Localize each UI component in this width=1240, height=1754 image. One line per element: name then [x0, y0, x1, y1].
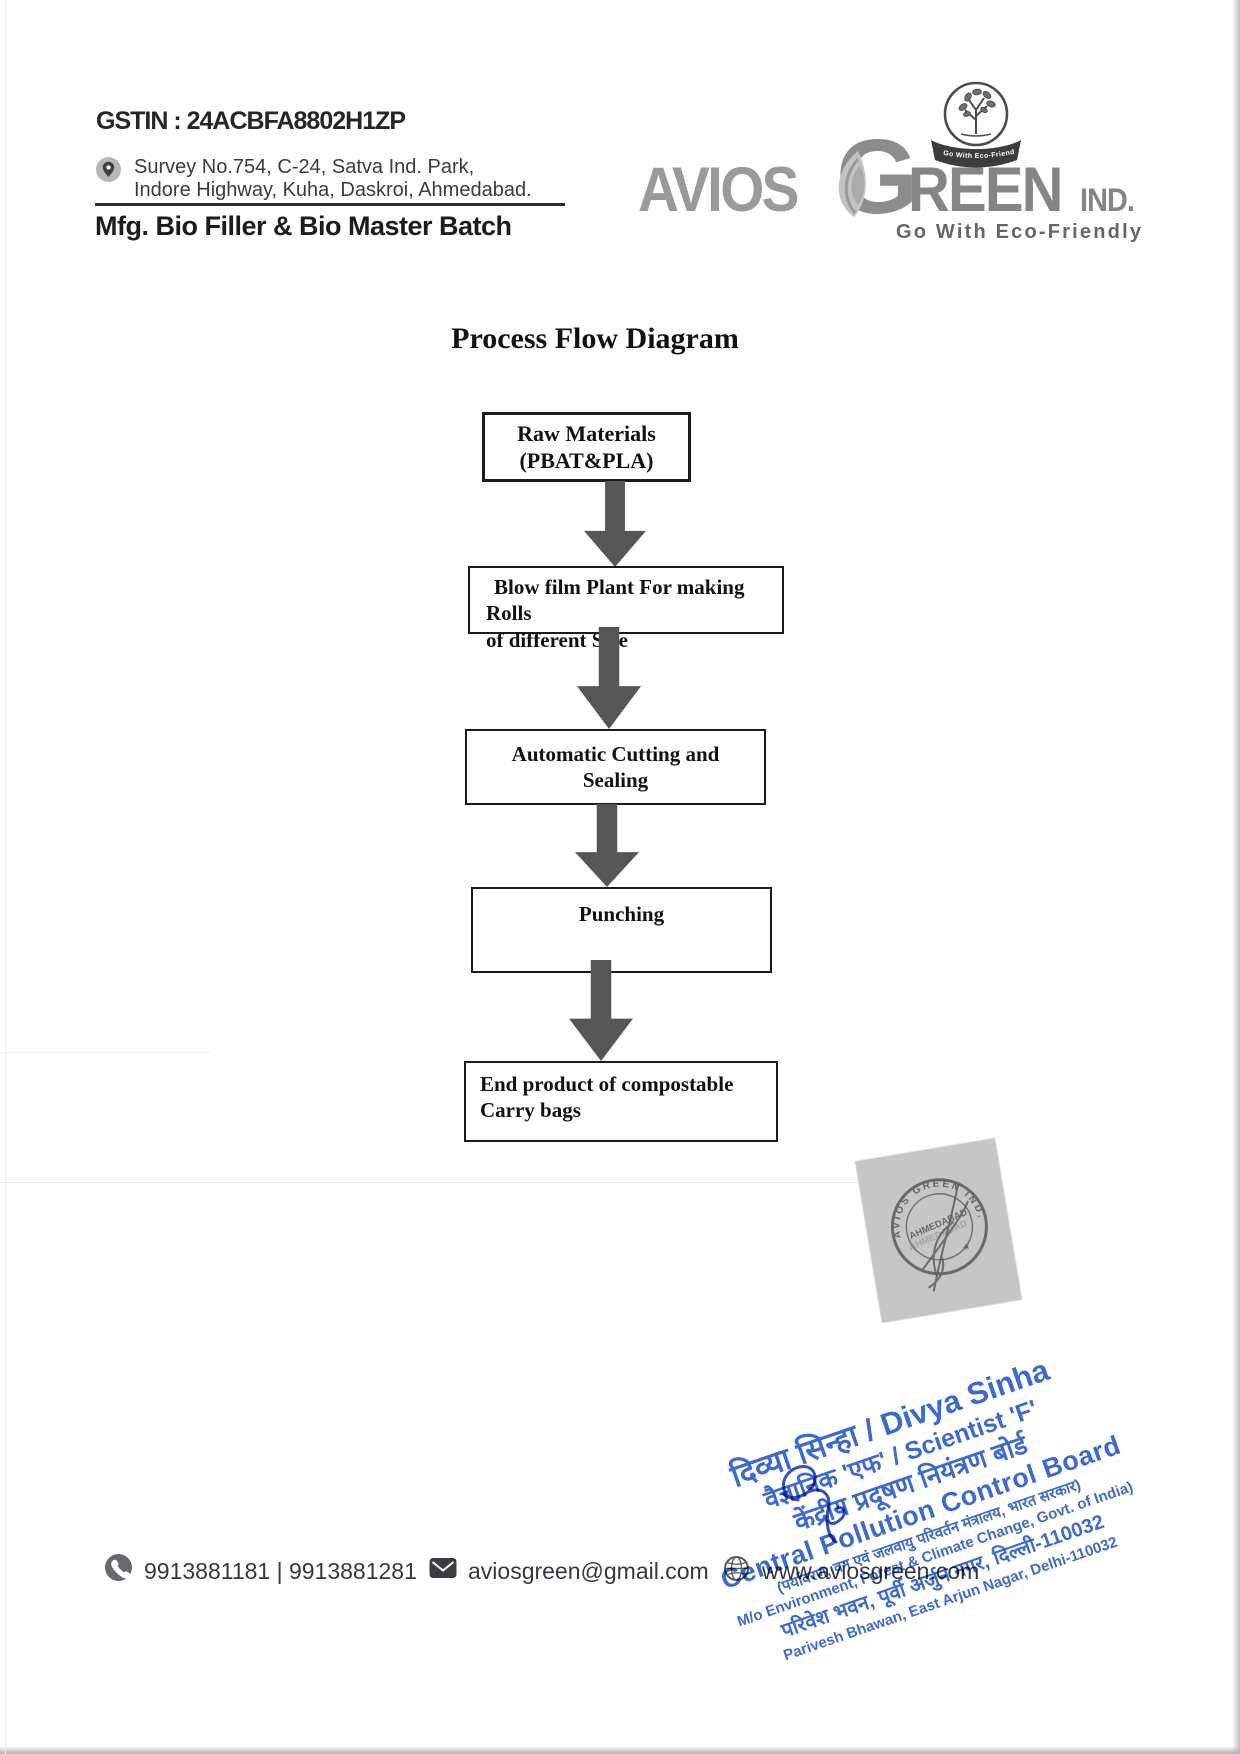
step-text: of different Size	[486, 627, 628, 652]
logo-tagline: Go With Eco-Friendly	[896, 221, 1144, 243]
scan-artifact-line	[0, 1052, 210, 1053]
scan-edge-right	[1232, 0, 1240, 1754]
logo-word-ind: IND.	[1080, 182, 1135, 218]
cpcb-approval-stamp: दिव्या सिन्हा / Divya Sinha वैज्ञानिक 'ए…	[613, 1313, 1240, 1754]
tree-emblem-icon: Go With Eco-Friendly	[925, 80, 1021, 168]
gstin-number: GSTIN : 24ACBFA8802H1ZP	[96, 107, 406, 135]
flow-step-blow-film-plant: Blow film Plant For making Rolls of diff…	[468, 566, 784, 652]
step-text: Blow film Plant For making Rolls	[486, 575, 745, 626]
phone-icon	[105, 1554, 132, 1581]
diagram-title: Process Flow Diagram	[451, 322, 739, 355]
flow-step-raw-materials: Raw Materials (PBAT&PLA)	[482, 412, 691, 482]
globe-icon	[724, 1556, 749, 1581]
flow-arrow-down-icon	[575, 804, 639, 887]
footer-website: www.aviosgreen.com	[762, 1558, 980, 1584]
step-text: Automatic Cutting and	[511, 741, 720, 766]
logo-word-reen: REEN	[908, 155, 1064, 225]
flow-arrow-down-icon	[584, 481, 646, 567]
step-text: Carry bags	[480, 1098, 581, 1123]
company-round-stamp: AVIOS GREEN IND. AHMEDABAD AHMEDABAD ★	[855, 1138, 1022, 1323]
step-text: Punching	[578, 902, 665, 926]
address-line-2: Indore Highway, Kuha, Daskroi, Ahmedabad…	[134, 179, 532, 201]
step-text: (PBAT&PLA)	[519, 448, 654, 473]
logo-word-avios: AVIOS	[638, 155, 799, 225]
step-text: Sealing	[582, 768, 649, 792]
leaf-icon	[838, 151, 866, 217]
footer-email: aviosgreen@gmail.com	[468, 1558, 709, 1584]
flow-step-end-product: End product of compostable Carry bags	[464, 1061, 778, 1142]
handwritten-signature	[782, 1465, 846, 1544]
round-stamp-icon: AVIOS GREEN IND. AHMEDABAD AHMEDABAD ★	[884, 1171, 988, 1292]
flow-step-cutting-sealing: Automatic Cutting and Sealing	[465, 729, 766, 805]
scan-edge-bottom	[0, 1746, 1240, 1754]
stamp-signature-strokes	[921, 1184, 969, 1292]
step-text: End product of compostable	[480, 1072, 734, 1096]
flow-arrow-down-icon	[569, 960, 633, 1061]
email-envelope-icon	[429, 1558, 457, 1578]
footer-phone-numbers: 9913881181 | 9913881281	[144, 1558, 417, 1584]
scan-edge-left	[5, 0, 6, 1754]
address-line-1: Survey No.754, C-24, Satva Ind. Park,	[134, 156, 475, 178]
header-divider	[95, 203, 565, 206]
location-pin-icon	[96, 157, 121, 182]
mfg-tagline: Mfg. Bio Filler & Bio Master Batch	[95, 211, 512, 241]
stamp-star: ★	[961, 1241, 972, 1253]
step-text: Raw Materials	[517, 420, 656, 446]
flow-step-punching: Punching	[471, 887, 772, 973]
scan-artifact-line	[0, 1182, 940, 1183]
